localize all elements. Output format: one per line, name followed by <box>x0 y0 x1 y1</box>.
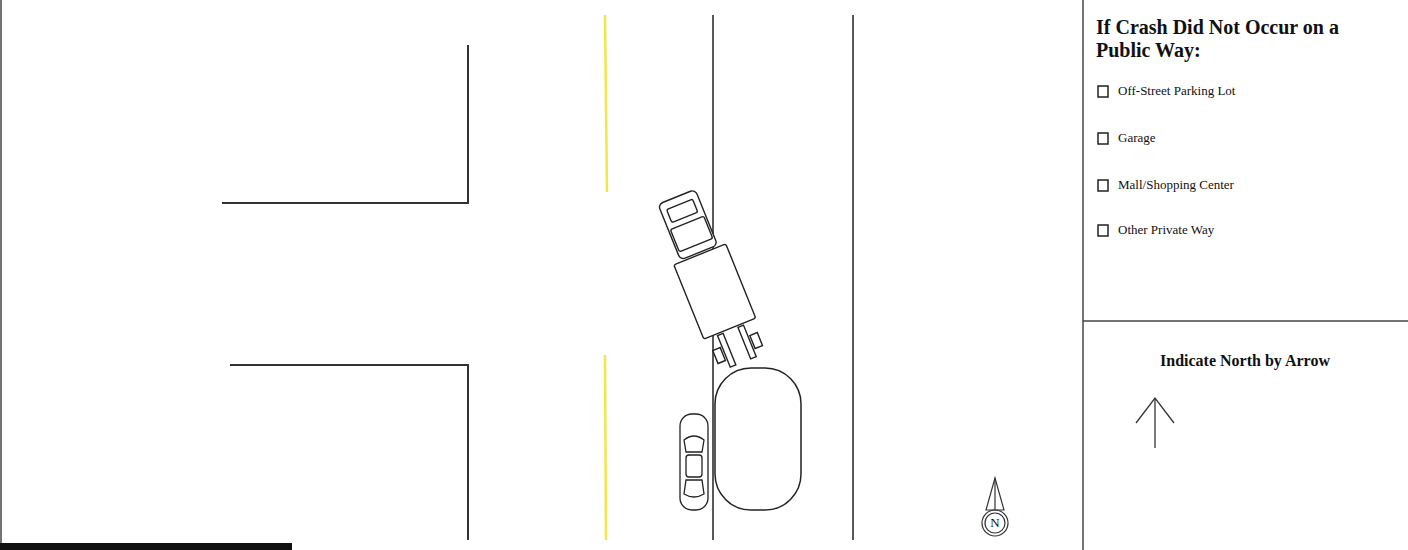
panel-heading: Indicate North by Arrow <box>1160 352 1330 370</box>
north-arrow <box>1136 398 1174 448</box>
compass-letter: N <box>990 516 999 531</box>
road-edge <box>222 45 468 203</box>
center-line <box>605 355 606 540</box>
truck <box>651 186 770 372</box>
option-text: Garage <box>1118 131 1156 146</box>
trailer <box>715 368 801 510</box>
road-edge <box>852 15 854 540</box>
checkbox <box>1098 86 1108 236</box>
road-edge <box>230 365 468 540</box>
north-compass <box>982 478 1008 536</box>
frame-line <box>0 0 2 550</box>
bottom-bar <box>0 543 292 550</box>
car <box>680 414 708 510</box>
option-text: Off-Street Parking Lot <box>1118 84 1235 99</box>
panel-divider <box>1082 0 1084 550</box>
option-text: Mall/Shopping Center <box>1118 178 1234 193</box>
panel-heading: If Crash Did Not Occur on a Public Way: <box>1096 16 1396 62</box>
panel-divider <box>1083 320 1408 322</box>
center-line <box>605 15 607 192</box>
option-text: Other Private Way <box>1118 223 1214 238</box>
